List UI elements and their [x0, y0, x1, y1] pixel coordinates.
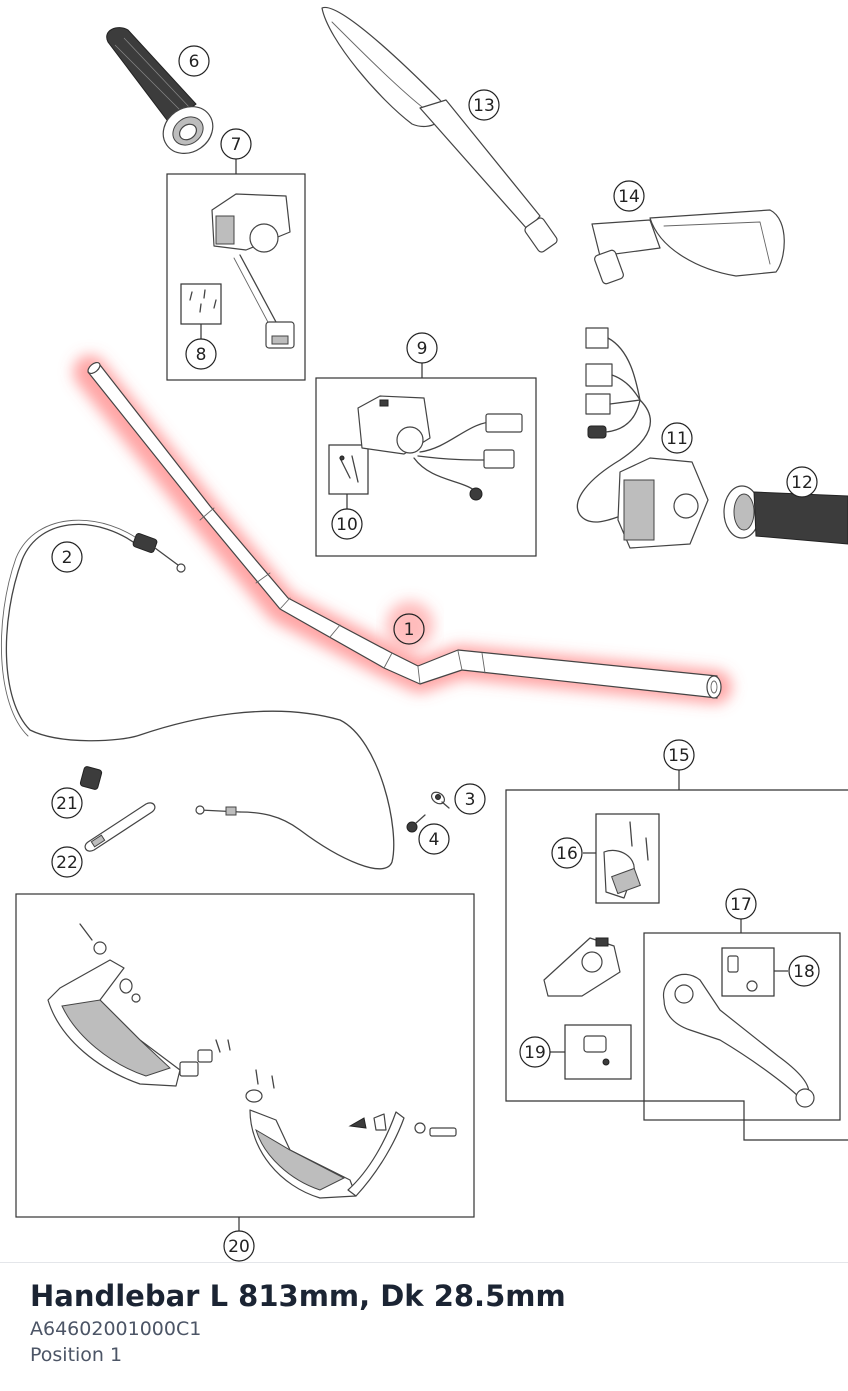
callout-number: 20: [228, 1237, 250, 1257]
callout-leaders: [200, 158, 788, 1231]
strap-part-22: [84, 802, 156, 852]
callout-14[interactable]: 14: [613, 180, 645, 212]
callout-2[interactable]: 2: [51, 541, 83, 573]
callout-12[interactable]: 12: [786, 466, 818, 498]
callout-circle: [468, 89, 500, 121]
mirror-part-13: [321, 7, 558, 253]
callout-21[interactable]: 21: [51, 787, 83, 819]
box-part-18: [721, 947, 775, 997]
callout-circle: [393, 613, 425, 645]
callout-number: 16: [556, 844, 578, 864]
callout-15[interactable]: 15: [663, 739, 695, 771]
screws-part-8: [189, 289, 217, 313]
callout-number: 10: [336, 515, 358, 535]
box-part-15: [505, 789, 848, 1141]
lever-parts-part-18: [727, 955, 758, 992]
callout-circle: [51, 541, 83, 573]
callout-circle: [661, 422, 693, 454]
callout-circle: [454, 783, 486, 815]
callout-9[interactable]: 9: [406, 332, 438, 364]
callout-number: 4: [429, 830, 440, 850]
grip-part-12: [723, 485, 848, 545]
callout-10[interactable]: 10: [331, 508, 363, 540]
lever-clamp-part-15: [543, 937, 621, 997]
callout-17[interactable]: 17: [725, 888, 757, 920]
callout-number: 6: [189, 52, 200, 72]
callout-circle: [178, 45, 210, 77]
lever-bracket-part-16: [603, 821, 649, 899]
callout-circle: [223, 1230, 255, 1262]
callout-circle: [406, 332, 438, 364]
callout-circle: [331, 508, 363, 540]
callout-number: 17: [730, 895, 752, 915]
callout-circle: [613, 180, 645, 212]
callout-circle: [788, 955, 820, 987]
lever-part-17: [662, 973, 815, 1108]
callout-number: 12: [791, 473, 813, 493]
box-part-9: [315, 377, 537, 557]
callout-16[interactable]: 16: [551, 837, 583, 869]
switch-part-9: [357, 395, 523, 501]
screws-part-10: [339, 455, 359, 483]
callout-circle: [51, 846, 83, 878]
callout-number: 13: [473, 96, 495, 116]
callout-3[interactable]: 3: [454, 783, 486, 815]
box-part-10: [328, 444, 369, 495]
callout-6[interactable]: 6: [178, 45, 210, 77]
callout-number: 3: [465, 790, 476, 810]
callout-4[interactable]: 4: [418, 823, 450, 855]
screw-part-3: [430, 791, 450, 809]
callout-circle: [551, 837, 583, 869]
callout-1[interactable]: 1: [393, 613, 425, 645]
callout-number: 1: [404, 620, 415, 640]
callout-circle: [220, 128, 252, 160]
callout-number: 22: [56, 853, 78, 873]
callout-22[interactable]: 22: [51, 846, 83, 878]
screw-part-4: [406, 814, 426, 833]
callout-circle: [725, 888, 757, 920]
box-part-20: [15, 893, 475, 1218]
callout-circle: [663, 739, 695, 771]
grip-part-6: [106, 27, 214, 154]
part-position: Position 1: [30, 1344, 123, 1366]
part-title: Handlebar L 813mm, Dk 28.5mm: [30, 1279, 566, 1313]
callout-circle: [51, 787, 83, 819]
callout-18[interactable]: 18: [788, 955, 820, 987]
callout-20[interactable]: 20: [223, 1230, 255, 1262]
handguard-part-20: [47, 923, 457, 1199]
callout-number: 21: [56, 794, 78, 814]
callout-circle: [519, 1036, 551, 1068]
callout-number: 8: [196, 345, 207, 365]
lever-parts-part-19: [583, 1035, 610, 1066]
mirror-part-14: [591, 209, 785, 285]
callout-number: 15: [668, 746, 690, 766]
callout-number: 11: [666, 429, 688, 449]
callout-circle: [418, 823, 450, 855]
callout-11[interactable]: 11: [661, 422, 693, 454]
callout-number: 9: [417, 339, 428, 359]
callout-number: 2: [62, 548, 73, 568]
callout-7[interactable]: 7: [220, 128, 252, 160]
callout-number: 14: [618, 187, 640, 207]
callout-19[interactable]: 19: [519, 1036, 551, 1068]
callout-13[interactable]: 13: [468, 89, 500, 121]
callout-number: 19: [524, 1043, 546, 1063]
clip-part-21: [79, 766, 103, 790]
callout-circle: [185, 338, 217, 370]
cable-part-2: [0, 519, 395, 870]
callout-number: 18: [793, 962, 815, 982]
callout-8[interactable]: 8: [185, 338, 217, 370]
part-info-panel: Handlebar L 813mm, Dk 28.5mm A6460200100…: [0, 1262, 848, 1391]
callout-circle: [786, 466, 818, 498]
part-number: A64602001000C1: [30, 1318, 202, 1340]
callout-number: 7: [231, 135, 242, 155]
throttle-part-11: [576, 327, 709, 549]
box-part-16: [595, 813, 660, 904]
box-part-17: [643, 932, 841, 1121]
switch-part-7: [211, 193, 295, 349]
